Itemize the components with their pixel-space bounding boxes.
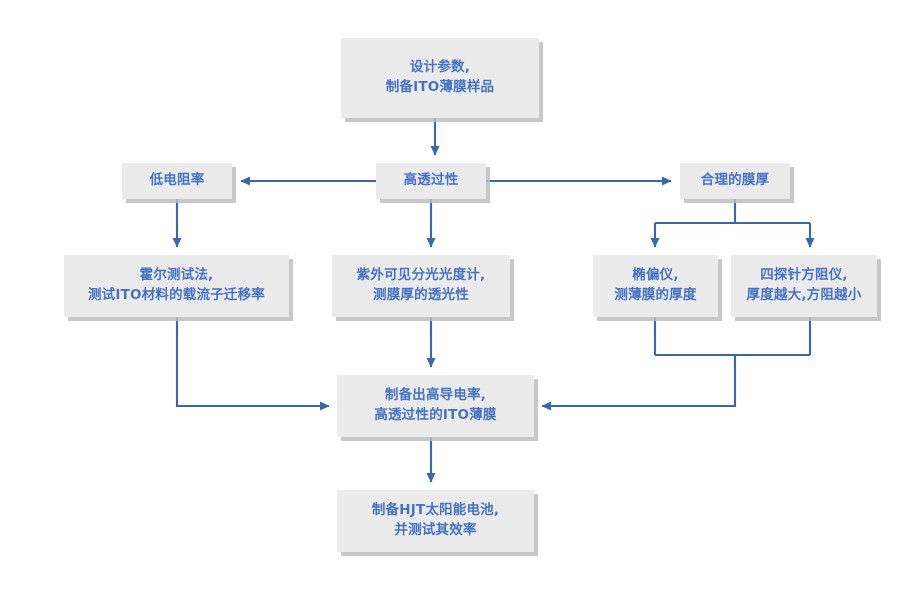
ellipsometer-label: 椭偏仪, 测薄膜的厚度 [614, 267, 697, 303]
four-point-probe-label: 四探针方阻仪, 厚度越大,方阻越小 [746, 267, 862, 303]
design-parameters-node[interactable]: 设计参数, 制备ITO薄膜样品 [341, 38, 539, 118]
edge-hall-test-to-ito-film [175, 317, 330, 411]
proper-thickness-label: 合理的膜厚 [700, 172, 770, 189]
hjt-solar-cell-label: 制备HJT太阳能电池, 并测试其效率 [371, 502, 500, 538]
edge-right-merge-to-ito-film [541, 355, 737, 411]
uv-vis-spectrophotometer-node[interactable]: 紫外可见分光光度计, 测膜厚的透光性 [332, 255, 510, 317]
hjt-solar-cell-node[interactable]: 制备HJT太阳能电池, 并测试其效率 [337, 490, 534, 552]
ellipsometer-node[interactable]: 椭偏仪, 测薄膜的厚度 [593, 255, 718, 317]
ito-film-result-node[interactable]: 制备出高导电率, 高透过性的ITO薄膜 [337, 375, 534, 437]
low-resistivity-node[interactable]: 低电阻率 [122, 163, 232, 199]
high-transmittance-node[interactable]: 高透过性 [376, 163, 486, 199]
four-point-probe-node[interactable]: 四探针方阻仪, 厚度越大,方阻越小 [731, 255, 877, 317]
design-parameters-label: 设计参数, 制备ITO薄膜样品 [385, 59, 495, 95]
uv-vis-spectrophotometer-label: 紫外可见分光光度计, 测膜厚的透光性 [356, 267, 486, 303]
low-resistivity-label: 低电阻率 [149, 172, 205, 189]
hall-test-node[interactable]: 霍尔测试法, 测试ITO材料的载流子迁移率 [64, 255, 289, 317]
proper-thickness-node[interactable]: 合理的膜厚 [680, 163, 790, 199]
hall-test-label: 霍尔测试法, 测试ITO材料的载流子迁移率 [87, 267, 265, 303]
high-transmittance-label: 高透过性 [403, 172, 459, 189]
ito-film-result-label: 制备出高导电率, 高透过性的ITO薄膜 [374, 387, 497, 423]
